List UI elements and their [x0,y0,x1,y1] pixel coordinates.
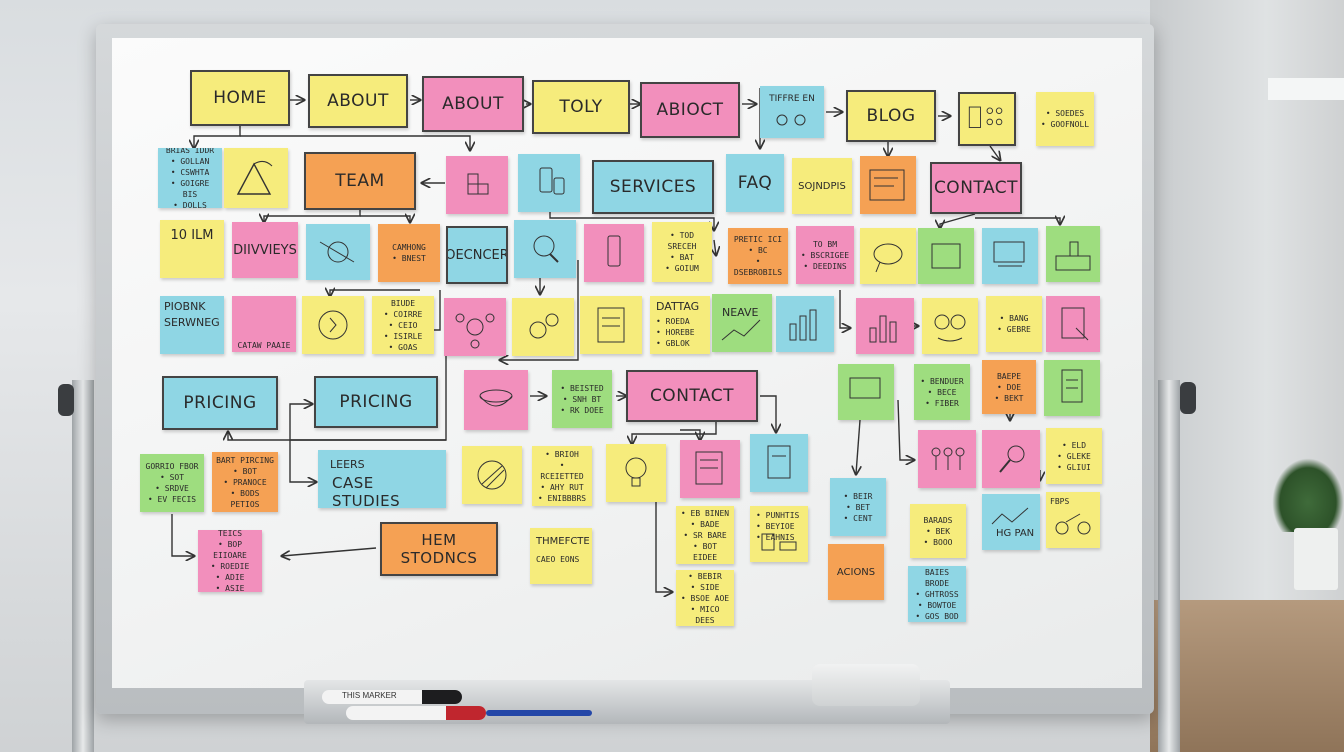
sticky-note-list[interactable]: • BANG • GEBRE [986,296,1042,352]
sticky-note-list[interactable]: • BRIOH • RCEIETTED • AHY RUT • ENIBBBRS [532,446,592,506]
sticky-note-oecncer[interactable]: OECNCER [446,226,508,284]
sticky-note-boxes-sketch[interactable] [446,156,508,214]
sticky-note-dattag[interactable]: DATTAG • ROEDA • HOREBE • GBLOK [650,296,710,354]
sticky-note-grid-sketch[interactable] [958,92,1016,146]
sticky-note-document-sketch[interactable] [680,440,740,498]
sticky-note-blog[interactable]: BLOG [846,90,936,142]
sticky-note-factory-sketch[interactable] [1046,226,1100,282]
sticky-note-network-sketch[interactable] [306,224,370,280]
sticky-note-pricing[interactable]: PRICING [162,376,278,430]
stand-knob-right [1180,382,1196,414]
sticky-note-case-studies[interactable]: LEERS CASE STUDIES [318,450,446,508]
sticky-note-list[interactable]: BARADS • BEK • BOOO [910,504,966,558]
sticky-note-list[interactable]: • BOIBE TEICS • BOP EIIOARE • ROEDIE • A… [198,530,262,592]
stand-knob-left [58,384,74,416]
plant-pot [1294,528,1338,590]
sticky-note-sojndpis[interactable]: SOJNDPIS [792,158,852,214]
sticky-note-list[interactable]: BAEPE • DOE • BEKT [982,360,1036,414]
sticky-note-fbps[interactable]: FBPS [1046,492,1100,548]
sticky-note-circle-sketch[interactable] [462,446,522,504]
sticky-note-window-sketch[interactable] [918,228,974,284]
sticky-note-document-sketch[interactable] [1044,360,1100,416]
sticky-note-pricing[interactable]: PRICING [314,376,438,428]
black-marker[interactable]: THIS MARKER [322,690,462,704]
sticky-note-list[interactable]: • BEBIR • SIDE • BSOE AOE • MICO DEES [676,570,734,626]
sticky-note-toly[interactable]: TOLY [532,80,630,134]
sticky-note-list[interactable]: CAMHONG • BNEST [378,224,440,282]
sticky-note-faces-sketch[interactable] [922,298,978,354]
sticky-note-contact[interactable]: CONTACT [930,162,1022,214]
sticky-note-list[interactable]: BAIES BRODE • GHTROSS • BOWTOE • GOS BOD [908,566,966,622]
whiteboard-stand-left [72,380,94,752]
sticky-note-10-ilm[interactable]: 10 ILM [160,220,224,278]
sticky-note-cake-sketch[interactable] [224,148,288,208]
sticky-note-cups-sketch[interactable] [518,154,580,212]
sticky-note-team[interactable]: TEAM [304,152,416,210]
sticky-note-piobnk[interactable]: PIOBNK SERWNEG [160,296,224,354]
sticky-note-neave[interactable]: NEAVE [712,294,772,352]
sticky-note-abioct[interactable]: ABIOCT [640,82,740,138]
sticky-note-tiffren[interactable]: TIFFRE EN [760,86,824,138]
sticky-note-services[interactable]: SERVICES [592,160,714,214]
sticky-note-faq[interactable]: FAQ [726,154,784,212]
blue-marker[interactable] [486,710,592,716]
sticky-note-list[interactable]: GORRIO FBOR • SOT • SRDVE • EV FECIS [140,454,204,512]
sticky-note-list[interactable]: PRETIC ICI • BC • DSEBROBILS [728,228,788,284]
sticky-note-checklist-sketch[interactable] [580,296,642,354]
sticky-note-bowl-sketch[interactable] [464,370,528,430]
sticky-note-contact[interactable]: CONTACT [626,370,758,422]
sticky-note-lightbulb-sketch[interactable] [606,444,666,502]
sticky-note-hg-pan[interactable]: HG PAN [982,494,1040,550]
whiteboard-eraser[interactable] [812,664,920,706]
sticky-note-bar-chart-sketch[interactable] [776,296,834,352]
sticky-note-list[interactable]: BART PIRCING • BOT • PRANOCE • BODS PETI… [212,452,278,512]
ceiling-light [1268,78,1344,100]
sticky-note-clipboard-sketch[interactable] [1046,296,1100,352]
sticky-note-about[interactable]: ABOUT [422,76,524,132]
sticky-note-search-sketch[interactable] [982,430,1040,488]
sticky-note-gears-sketch[interactable] [512,298,574,356]
sticky-note-list[interactable]: • SOEDES • GOOFNOLL [1036,92,1094,146]
sticky-note-screen-sketch[interactable] [838,364,894,420]
sticky-note-diiuvieys[interactable]: DIIVVIEYS [232,222,298,278]
sticky-note-hem-stodncs[interactable]: HEM STODNCS [380,522,498,576]
sticky-note-cataw-paaie[interactable]: CATAW PAAIE [232,296,296,352]
sticky-note-acions[interactable]: ACIONS [828,544,884,600]
sticky-note-keys-sketch[interactable] [918,430,976,488]
sticky-note-list[interactable]: BRIAS IDDR • GOLLAN • CSWHTA • GOIGRE BI… [158,148,222,208]
sticky-note-list[interactable]: • BENDUER • BECE • FIBER [914,364,970,420]
sticky-note-list[interactable]: • TOD SRECEH • BAT • GOIUM [652,222,712,282]
sticky-note-bar-chart-sketch[interactable] [856,298,914,354]
sticky-note-speech-sketch[interactable] [860,228,916,284]
sticky-note-list[interactable]: • EB BINEN • BADE • SR BARE • BOT EIDEE [676,506,734,564]
sticky-note-clock-sketch[interactable] [302,296,364,354]
sticky-note-phone-sketch[interactable] [584,224,644,282]
sticky-note-list[interactable]: • BEIR • BET • CENT [830,478,886,536]
sticky-note-home[interactable]: HOME [190,70,290,126]
sticky-note-list[interactable]: BIUDE • COIRRE • CEIO • ISIRLE • GOAS [372,296,434,354]
red-marker[interactable] [346,706,486,720]
sticky-note-clipboard-sketch[interactable] [750,434,808,492]
sticky-note-about[interactable]: ABOUT [308,74,408,128]
sticky-note-thmefcte[interactable]: THMEFCTE CAEO EONS [530,528,592,584]
sticky-note-list[interactable]: • ELD • GLEKE • GLIUI [1046,428,1102,484]
sticky-note-doc-sketch[interactable] [860,156,916,214]
sticky-note-magnifier-sketch[interactable] [514,220,576,278]
potted-plant [1272,458,1344,532]
sticky-note-molecule-sketch[interactable] [444,298,506,356]
whiteboard-stand-right [1158,380,1180,752]
sticky-note-list[interactable]: • BEISTED • SNH BT • RK DOEE [552,370,612,428]
sticky-note-list[interactable]: TO BM • BSCRIGEE • DEEDINS [796,226,854,284]
sticky-note-screen-sketch[interactable] [982,228,1038,284]
sticky-note-sofa-sketch[interactable]: • PUNHTIS • BEYIOE • EAHNIS [750,506,808,562]
wooden-floor [1150,600,1344,752]
